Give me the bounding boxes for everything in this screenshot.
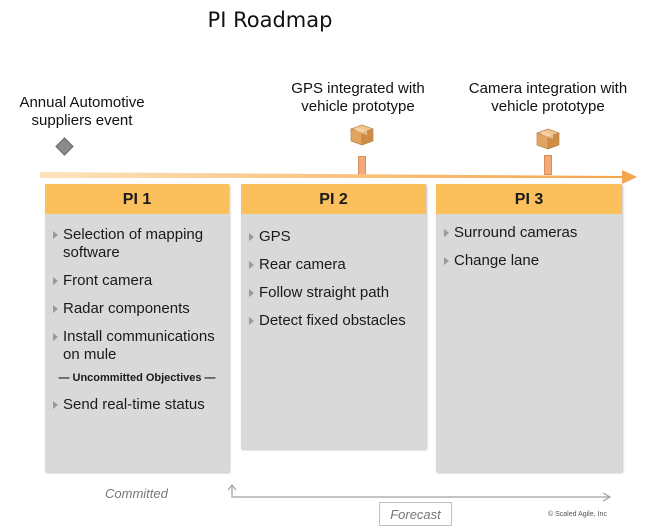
forecast-label: Forecast <box>379 502 452 526</box>
triangle-bullet-icon <box>249 261 254 269</box>
package-icon <box>536 128 560 150</box>
triangle-bullet-icon <box>53 305 58 313</box>
pi-3-box: PI 3 Surround cameras Change lane <box>436 184 622 472</box>
triangle-bullet-icon <box>53 231 58 239</box>
milestone-stem-camera <box>544 155 552 175</box>
triangle-bullet-icon <box>444 229 449 237</box>
page-title: PI Roadmap <box>207 8 333 32</box>
pi-1-header: PI 1 <box>45 184 229 214</box>
milestone-label-camera: Camera integration with vehicle prototyp… <box>468 80 628 115</box>
list-item: Radar components <box>53 300 229 318</box>
triangle-bullet-icon <box>249 317 254 325</box>
triangle-bullet-icon <box>444 257 449 265</box>
pi-1-box: PI 1 Selection of mapping software Front… <box>45 184 229 472</box>
triangle-bullet-icon <box>249 233 254 241</box>
list-item: Detect fixed obstacles <box>249 312 426 330</box>
list-item: GPS <box>249 228 426 246</box>
timeline-arrow <box>40 170 637 184</box>
list-item: Install communications on mule <box>53 328 229 364</box>
triangle-bullet-icon <box>53 401 58 409</box>
list-item: Rear camera <box>249 256 426 274</box>
copyright-text: © Scaled Agile, Inc <box>548 511 607 518</box>
committed-label: Committed <box>105 486 168 501</box>
pi-2-box: PI 2 GPS Rear camera Follow straight pat… <box>241 184 426 449</box>
list-item: Change lane <box>444 252 622 270</box>
pi-2-header: PI 2 <box>241 184 426 214</box>
list-item: Selection of mapping software <box>53 226 229 262</box>
pi-3-header: PI 3 <box>436 184 622 214</box>
triangle-bullet-icon <box>53 277 58 285</box>
list-item: Front camera <box>53 272 229 290</box>
forecast-arrow <box>227 484 612 502</box>
list-item: Follow straight path <box>249 284 426 302</box>
package-icon <box>350 124 374 146</box>
milestone-label-event: Annual Automotive suppliers event <box>19 94 145 129</box>
triangle-bullet-icon <box>249 289 254 297</box>
milestone-label-gps: GPS integrated with vehicle prototype <box>291 80 425 115</box>
list-item: Surround cameras <box>444 224 622 242</box>
diamond-icon <box>55 137 74 156</box>
list-item: Send real-time status <box>53 396 229 414</box>
triangle-bullet-icon <box>53 333 58 341</box>
uncommitted-objectives-heading: — Uncommitted Objectives — <box>58 372 216 384</box>
